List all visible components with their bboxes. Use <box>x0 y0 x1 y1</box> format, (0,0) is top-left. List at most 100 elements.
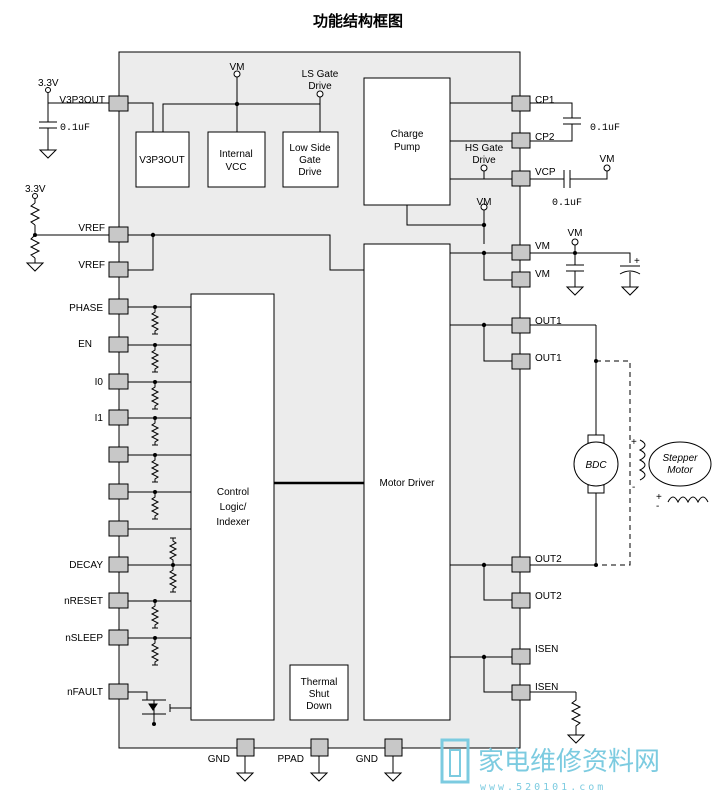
diagram-title: 功能结构框图 <box>313 12 403 30</box>
pin-label-nfault: nFAULT <box>67 687 103 698</box>
block-control-line1: Control <box>217 487 249 498</box>
block-control-logic: Control Logic/ Indexer <box>190 293 275 721</box>
label-ls-gate-line2: Drive <box>308 81 332 92</box>
pin-label-cp2: CP2 <box>535 132 555 143</box>
block-control-line2: Logic/ <box>220 502 247 513</box>
block-low-side-line3: Drive <box>298 167 322 178</box>
vm-bulk-dot <box>573 251 577 255</box>
motor-wiring <box>530 324 597 744</box>
pin-label-v3p3out: V3P3OUT <box>59 95 105 106</box>
pin-label-vref-1: VREF <box>78 223 105 234</box>
pin-label-vcp: VCP <box>535 167 556 178</box>
pin-label-vm-1: VM <box>535 241 550 252</box>
pin-label-out2-1: OUT2 <box>535 554 562 565</box>
label-vm-vcp: VM <box>600 154 615 165</box>
ext-vref-divider <box>25 198 109 272</box>
pin-label-vm-2: VM <box>535 269 550 280</box>
pulldown-resistors <box>150 307 178 666</box>
right-pin-labels: CP1 CP2 VCP VM VM OUT1 OUT1 OUT2 OUT2 IS… <box>535 95 562 693</box>
watermark: 家电维修资料网 www.520101.com <box>440 738 660 793</box>
stepper-line1: Stepper <box>662 453 698 464</box>
vref-vm-wiring <box>128 234 512 281</box>
output-wiring <box>450 324 512 693</box>
label-bulk-plus: + <box>634 256 640 267</box>
stepper-dashed-wiring <box>596 360 631 566</box>
pulldown-dots <box>153 305 175 640</box>
pin-label-i0: I0 <box>95 377 104 388</box>
block-motor-driver: Motor Driver <box>363 243 451 721</box>
pin-label-en: EN <box>78 339 92 350</box>
pin-label-decay: DECAY <box>69 560 103 571</box>
stepper-motor: + - Stepper Motor + - <box>631 437 712 512</box>
nfault-fet <box>128 691 191 722</box>
block-charge-pump: Charge Pump <box>363 77 451 206</box>
stepper-plus-2: + <box>656 492 662 503</box>
ext-vcp-cap <box>530 170 608 188</box>
block-internal-vcc-line1: Internal <box>219 149 252 160</box>
pin-label-out1-2: OUT1 <box>535 353 562 364</box>
watermark-logo <box>440 738 470 784</box>
block-v3p3out-label: V3P3OUT <box>139 155 185 166</box>
label-hs-gate-line2: Drive <box>472 155 496 166</box>
label-3v3-a: 3.3V <box>38 78 59 89</box>
stepper-minus: - <box>632 482 635 493</box>
pin-label-nreset: nRESET <box>64 596 103 607</box>
pin-label-out1-1: OUT1 <box>535 316 562 327</box>
stepper-line2: Motor <box>667 465 693 476</box>
ext-cp-cap <box>530 102 581 142</box>
label-hs-gate-line1: HS Gate <box>465 143 504 154</box>
block-control-line3: Indexer <box>216 517 250 528</box>
label-vm-bulk: VM <box>568 228 583 239</box>
block-thermal-line1: Thermal <box>301 677 338 688</box>
pin-label-i1: I1 <box>95 413 104 424</box>
v33-terminal-b <box>32 193 38 199</box>
watermark-cn: 家电维修资料网 <box>478 747 660 777</box>
block-motor-driver-label: Motor Driver <box>379 478 435 489</box>
pin-label-ppad: PPAD <box>278 754 305 765</box>
block-internal-vcc: Internal VCC <box>207 131 266 188</box>
nfault-fet-dot <box>152 722 156 726</box>
vref-divider-dot <box>33 233 37 237</box>
block-internal-vcc-line2: VCC <box>225 162 246 173</box>
block-thermal-shutdown: Thermal Shut Down <box>289 664 349 721</box>
block-low-side-gate-drive: Low Side Gate Drive <box>282 131 339 188</box>
label-3v3-b: 3.3V <box>25 184 46 195</box>
bdc-label: BDC <box>585 460 607 471</box>
label-cap-01uf-a: 0.1uF <box>60 123 90 134</box>
pin-label-nsleep: nSLEEP <box>65 633 103 644</box>
pin-label-isen-1: ISEN <box>535 644 558 655</box>
label-cap-01uf-c: 0.1uF <box>552 198 582 209</box>
v33-terminal-a <box>45 87 51 93</box>
bottom-pin-labels: GND PPAD GND <box>208 754 378 765</box>
block-low-side-line1: Low Side <box>289 143 331 154</box>
open-terminals <box>233 70 488 211</box>
label-vm-top: VM <box>230 62 245 73</box>
ext-v33-cap <box>38 92 109 159</box>
pin-label-phase: PHASE <box>69 303 103 314</box>
block-low-side-line2: Gate <box>299 155 321 166</box>
stepper-minus-2: - <box>656 501 659 512</box>
stepper-plus: + <box>631 437 637 448</box>
block-thermal-line3: Down <box>306 701 332 712</box>
pin-label-out2-2: OUT2 <box>535 591 562 602</box>
pin-label-cp1: CP1 <box>535 95 555 106</box>
bottom-grounds <box>235 756 403 782</box>
label-cap-01uf-b: 0.1uF <box>590 123 620 134</box>
out1-node-dot <box>594 359 598 363</box>
block-v3p3out: V3P3OUT <box>135 131 190 188</box>
left-pin-labels: V3P3OUT VREF VREF PHASE EN I0 I1 DECAY n… <box>59 95 105 698</box>
input-wiring <box>128 306 191 639</box>
left-pins <box>108 95 129 700</box>
pin-label-vref-2: VREF <box>78 260 105 271</box>
label-vm-mid: VM <box>477 197 492 208</box>
ext-vm-bulk <box>530 244 641 296</box>
vcp-vm-terminal <box>603 164 611 172</box>
vm-bulk-terminal <box>571 238 579 246</box>
watermark-url: www.520101.com <box>480 782 606 793</box>
pin-label-isen-2: ISEN <box>535 682 558 693</box>
pin-label-gnd-1: GND <box>208 754 230 765</box>
label-ls-gate-line1: LS Gate <box>302 69 339 80</box>
pin-label-gnd-2: GND <box>356 754 378 765</box>
block-charge-pump-line2: Pump <box>394 142 421 153</box>
